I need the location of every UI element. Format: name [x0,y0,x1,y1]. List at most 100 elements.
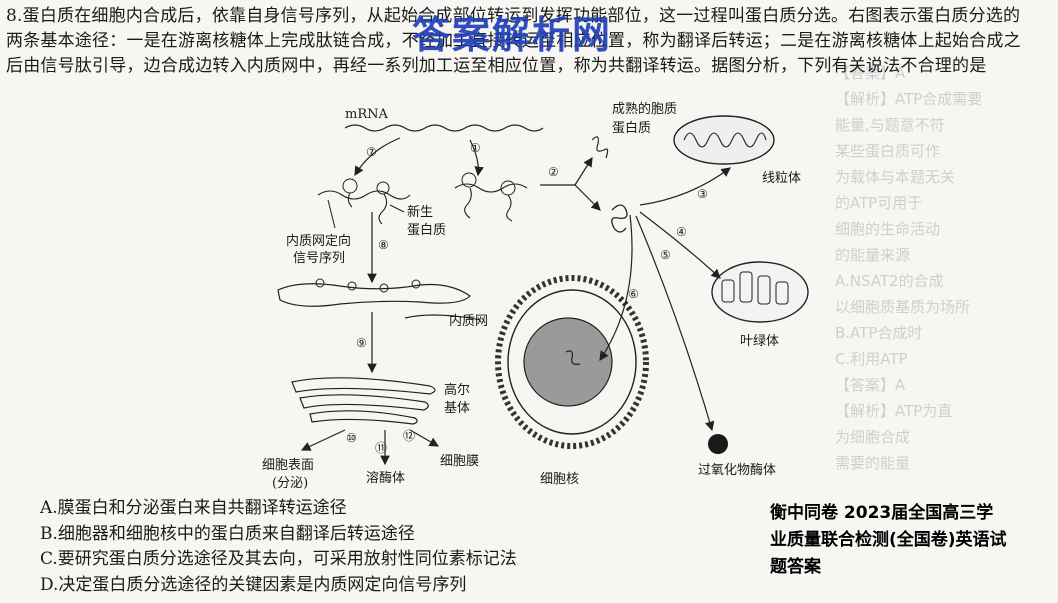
option-d[interactable]: D.决定蛋白质分选途径的关键因素是内质网定向信号序列 [40,574,467,595]
ghost-line: 的ATP可用于 [835,194,923,212]
promo-caption: 衡中同卷 2023届全国高三学 业质量联合检测(全国卷)英语试 题答案 [770,500,1058,581]
arrow-step-1 [469,139,484,177]
er-ribosome [411,279,421,289]
folded-protein [611,204,628,233]
option-a[interactable]: A.膜蛋白和分泌蛋白来自共翻译转运途径 [40,498,347,518]
arrow-step-6 [599,214,633,361]
right-mrna [454,183,528,193]
arrow-step-4 [639,211,721,279]
step-8-label: ⑧ [378,238,389,252]
step-11-label: ⑪ [375,441,387,455]
nascent-label-1: 新生 [407,204,433,220]
nascent-leader [389,204,405,213]
ghost-line: C.利用ATP [835,350,908,368]
option-b[interactable]: B.细胞器和细胞核中的蛋白质来自翻译后转运途径 [40,523,415,544]
er-leader [469,317,481,321]
left-ribosome-large [342,178,358,194]
mature-protein-label-1: 成熟的胞质 [612,101,677,117]
option-c[interactable]: C.要研究蛋白质分选途径及其去向，可采用放射性同位素标记法 [40,549,517,569]
ghost-line: 以细胞质基质为场所 [835,298,971,316]
right-chain-2 [506,194,513,222]
step-2-label: ② [548,165,559,179]
step-4-label: ④ [676,225,687,239]
ghost-line: 【答案】A [835,64,906,82]
cell-surface-label-2: (分泌) [272,476,308,491]
lysosome-label: 溶酶体 [366,470,405,486]
er-ribosome [347,281,357,291]
nuclear-envelope-ribosomes [495,275,649,449]
arrow-step-2-branch [574,156,593,186]
promo-line: 题答案 [770,557,821,577]
mitochondrion-cristae [683,132,767,148]
left-nascent-chain [378,193,388,225]
ghost-line: 能量,与题意不符 [835,116,945,134]
chloroplast-label: 叶绿体 [740,334,779,349]
step-7-label: ⑦ [366,145,377,159]
arrow-step-5 [635,215,715,432]
ghost-line: 需要的能量 [835,454,911,472]
nuclear-protein [565,350,581,365]
ghost-line: 为细胞合成 [835,428,911,446]
mature-protein-label-2: 蛋白质 [612,120,651,136]
promo-line: 业质量联合检测(全国卷)英语试 [770,530,1007,550]
step-5-label: ⑤ [660,248,671,262]
er-membrane [277,283,471,307]
golgi-cisterna-3 [309,410,418,425]
right-ribosome [461,172,477,188]
step-9-label: ⑨ [356,336,367,350]
arrow-step-2 [540,184,601,211]
mature-protein [591,136,609,159]
mitochondrion [673,115,775,165]
er-ribosome [315,278,325,288]
mitochondrion-label: 线粒体 [762,171,801,186]
peroxisome [708,434,728,454]
arrow-step-3 [639,167,731,206]
promo-line: 衡中同卷 2023届全国高三学 [770,503,994,523]
question-text: 8.蛋白质在细胞内合成后，依靠自身信号序列，从起始合成部位转运到发挥功能部位，这… [6,6,1021,76]
peroxisome-label: 过氧化物酶体 [698,462,776,478]
arrow-step-10 [300,429,346,451]
left-ribosome-small [376,181,390,195]
ghost-line: 的能量来源 [835,246,911,264]
golgi-label-1: 高尔 [444,382,470,398]
right-chain [464,187,472,219]
chloroplast [711,261,809,323]
ghost-line: B.ATP合成时 [835,324,923,342]
nuclear-envelope [507,289,637,435]
golgi-cisterna-2 [299,394,429,411]
er-signal-leader [327,199,336,229]
step-3-label: ③ [697,187,708,201]
cell-membrane-label: 细胞膜 [440,454,479,469]
golgi-cisterna-1 [291,377,436,395]
thylakoid-stacks [721,271,789,305]
arrow-step-12 [409,429,440,447]
arrow-step-7 [354,137,401,177]
step-12-label: ⑫ [403,429,415,443]
answer-options: A.膜蛋白和分泌蛋白来自共翻译转运途径 B.细胞器和细胞核中的蛋白质来自翻译后转… [40,496,517,598]
step-6-label: ⑥ [628,287,639,301]
ghost-line: A.NSAT2的合成 [835,272,944,290]
golgi-label-2: 基体 [444,401,470,416]
ghost-line: 为载体与本题无关 [835,168,956,186]
left-mrna [317,190,411,200]
step-1-label: ① [470,141,481,155]
ghost-line: 【解析】ATP合成需要 [835,90,983,108]
er-lower [404,314,471,319]
mrna-label: mRNA [345,107,388,122]
background-text: 【答案】A 【解析】ATP合成需要 能量,与题意不符 某些蛋白质可作 为载体与本… [835,60,1050,480]
cell-surface-label-1: 细胞表面 [262,458,314,473]
er-signal-label-1: 内质网定向 [286,233,351,249]
nucleus-label: 细胞核 [540,472,579,487]
mrna-strand [344,124,544,132]
ghost-line: 【答案】A [835,376,906,394]
ghost-line: 某些蛋白质可作 [835,142,941,160]
er-signal-label-2: 信号序列 [293,251,345,266]
nascent-label-2: 蛋白质 [407,222,446,238]
ghost-line: 【解析】ATP为直 [835,402,953,420]
left-chain-2 [347,192,353,208]
ghost-line: 细胞的生命活动 [835,220,941,238]
er-label: 内质网 [449,313,488,329]
er-ribosome [379,283,389,293]
step-10-label: ⑩ [346,431,357,445]
